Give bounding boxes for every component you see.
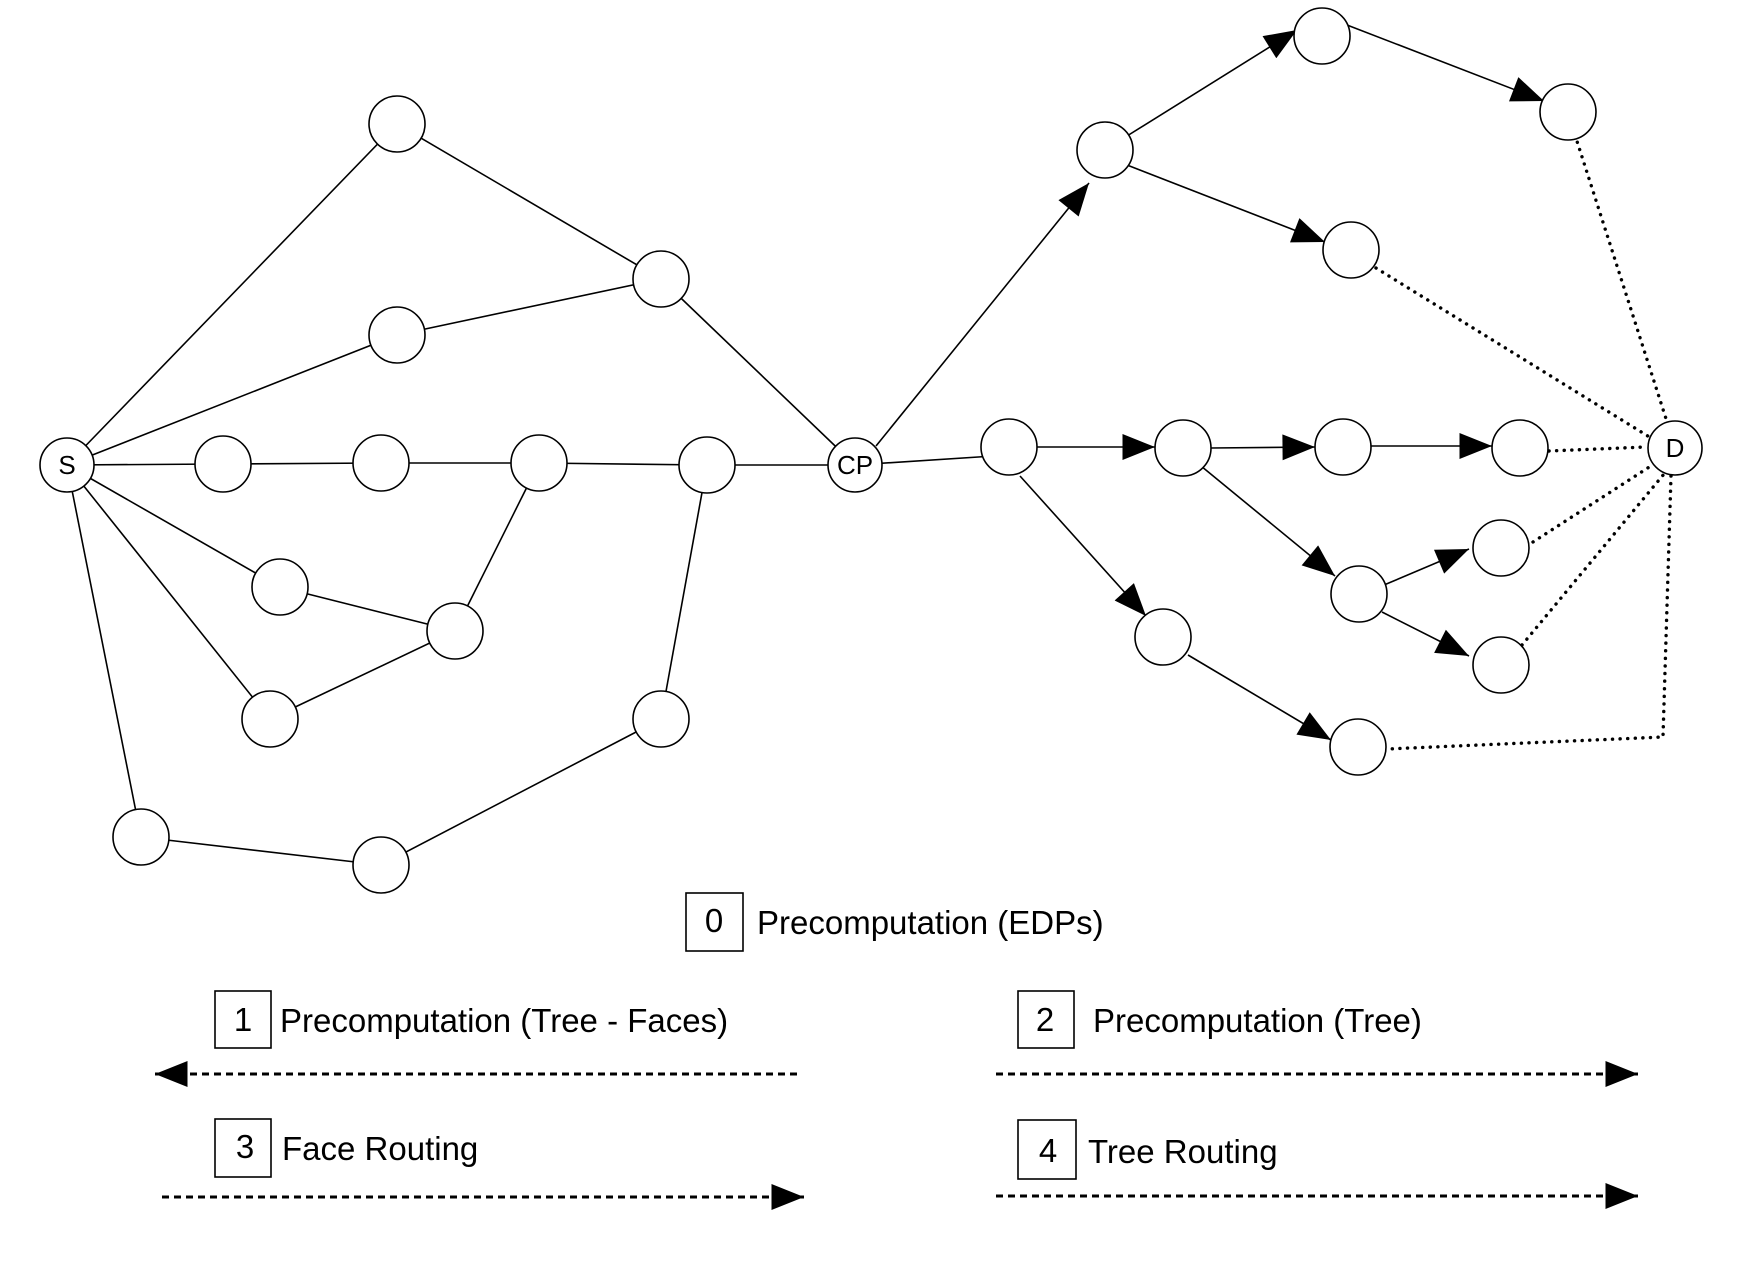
edge bbox=[454, 462, 540, 632]
dotted-edge bbox=[1520, 472, 1666, 647]
arrow-edge bbox=[1019, 475, 1147, 617]
edge bbox=[660, 278, 856, 466]
legend-item-2: 2 Precomputation (Tree) bbox=[996, 990, 1638, 1087]
legend-label: Tree Routing bbox=[1088, 1133, 1278, 1170]
edge bbox=[140, 836, 382, 866]
edge bbox=[396, 123, 662, 280]
legend-item-1: 1 Precomputation (Tree - Faces) bbox=[155, 990, 797, 1087]
checkpoint-label: CP bbox=[837, 450, 873, 480]
arrow-edge bbox=[1346, 24, 1545, 102]
node-source bbox=[39, 437, 95, 493]
dotted-edge bbox=[1374, 266, 1653, 440]
legend-label: Precomputation (EDPs) bbox=[757, 904, 1104, 941]
node bbox=[1322, 221, 1380, 279]
edge bbox=[660, 464, 708, 720]
legend-number: 2 bbox=[1036, 1001, 1054, 1038]
arrow-edge bbox=[875, 182, 1090, 447]
node bbox=[241, 690, 299, 748]
arrow-edge bbox=[1383, 548, 1470, 586]
edge bbox=[279, 586, 456, 632]
legend-label: Precomputation (Tree) bbox=[1093, 1002, 1422, 1039]
destination-label: D bbox=[1666, 433, 1685, 463]
dotted-edge bbox=[1573, 133, 1671, 430]
legend-label: Precomputation (Tree - Faces) bbox=[280, 1002, 728, 1039]
node bbox=[352, 836, 410, 894]
node bbox=[352, 434, 410, 492]
node bbox=[1472, 519, 1530, 577]
edge bbox=[396, 278, 662, 336]
legend-number-box bbox=[1017, 990, 1075, 1049]
node bbox=[980, 418, 1038, 476]
node bbox=[1329, 718, 1387, 776]
nodes bbox=[39, 7, 1703, 894]
node bbox=[1472, 636, 1530, 694]
node bbox=[1314, 418, 1372, 476]
dotted-edge bbox=[1531, 460, 1659, 544]
legend-number-box bbox=[1017, 1119, 1077, 1180]
legend-item-4: 4 Tree Routing bbox=[996, 1119, 1638, 1209]
node bbox=[632, 690, 690, 748]
source-label: S bbox=[58, 450, 75, 480]
legend-item-0: 0 Precomputation (EDPs) bbox=[685, 892, 1104, 952]
legend-number-box bbox=[214, 990, 272, 1049]
node-checkpoint bbox=[827, 437, 883, 493]
arrow-edge bbox=[1126, 29, 1298, 137]
node bbox=[194, 435, 252, 493]
node bbox=[1539, 83, 1597, 141]
arrow-edge bbox=[1200, 465, 1336, 577]
legend-number: 4 bbox=[1039, 1132, 1057, 1169]
legend-number: 3 bbox=[236, 1128, 254, 1165]
legend-label: Face Routing bbox=[282, 1130, 478, 1167]
edge bbox=[66, 464, 271, 720]
node bbox=[678, 436, 736, 494]
edge bbox=[66, 464, 142, 838]
arrow-edge bbox=[1381, 611, 1470, 657]
node bbox=[112, 808, 170, 866]
node-destination bbox=[1647, 420, 1703, 476]
legend-number-box bbox=[214, 1118, 272, 1178]
left-graph-edges bbox=[66, 123, 1010, 866]
edge bbox=[380, 718, 662, 866]
node bbox=[368, 306, 426, 364]
edge bbox=[66, 464, 281, 588]
edge bbox=[269, 630, 456, 720]
node bbox=[1134, 608, 1192, 666]
node bbox=[1330, 565, 1388, 623]
legend: 0 Precomputation (EDPs) 1 Precomputation… bbox=[155, 892, 1638, 1210]
legend-number: 1 bbox=[234, 1001, 252, 1038]
arrow-edge bbox=[1126, 164, 1326, 243]
edge bbox=[66, 123, 398, 466]
node bbox=[426, 602, 484, 660]
arrow-edge bbox=[1210, 434, 1316, 461]
legend-number-box bbox=[685, 892, 744, 952]
edge bbox=[66, 334, 398, 466]
node bbox=[368, 95, 426, 153]
arrow-edge bbox=[1187, 654, 1332, 741]
node bbox=[1076, 121, 1134, 179]
dotted-links-to-destination bbox=[1374, 133, 1673, 751]
legend-item-3: 3 Face Routing bbox=[162, 1118, 804, 1210]
right-graph-arrows bbox=[875, 24, 1545, 741]
node bbox=[1154, 419, 1212, 477]
node bbox=[1491, 419, 1549, 477]
legend-number: 0 bbox=[705, 902, 723, 939]
node bbox=[632, 250, 690, 308]
dotted-edge bbox=[1547, 445, 1648, 453]
node bbox=[251, 558, 309, 616]
node bbox=[510, 434, 568, 492]
node bbox=[1293, 7, 1351, 65]
